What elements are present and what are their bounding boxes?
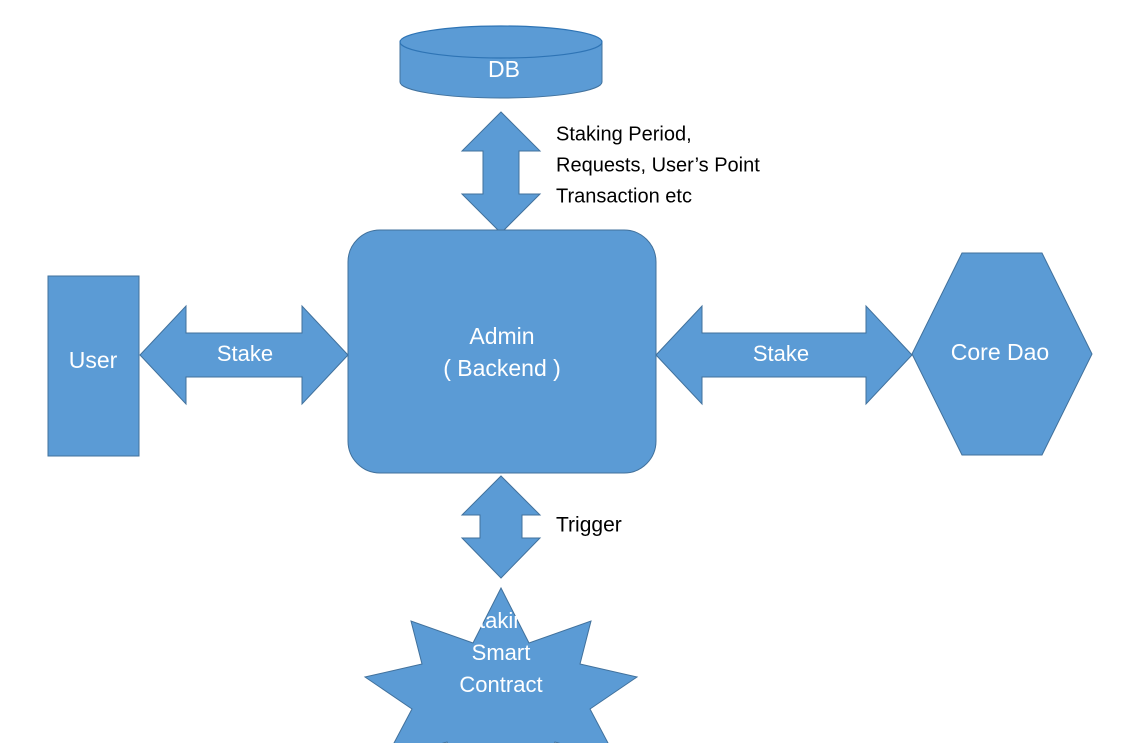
db-note-line3: Transaction etc — [556, 185, 692, 207]
db-cylinder-top — [399, 25, 603, 59]
staking-contract-label-line2: Smart — [472, 640, 531, 665]
core-dao-label: Core Dao — [951, 339, 1049, 365]
user-admin-label: Stake — [217, 341, 273, 366]
node-staking-smart-contract[interactable]: Staking Smart Contract — [363, 586, 639, 743]
admin-coredao-label: Stake — [753, 341, 809, 366]
node-db[interactable]: DB — [399, 25, 603, 99]
admin-contract-double-arrow — [460, 475, 542, 579]
connector-admin-coredao[interactable]: Stake — [655, 304, 913, 406]
staking-contract-star — [363, 586, 639, 743]
user-box — [47, 275, 140, 457]
node-admin[interactable]: Admin ( Backend ) — [347, 229, 657, 474]
node-core-dao[interactable]: Core Dao — [911, 252, 1093, 456]
db-label: DB — [488, 56, 520, 82]
admin-label-line2: ( Backend ) — [443, 355, 561, 381]
connector-user-admin[interactable]: Stake — [139, 304, 349, 406]
staking-contract-label-line3: Contract — [459, 672, 542, 697]
node-user[interactable]: User — [47, 275, 140, 457]
connector-db-admin[interactable] — [460, 111, 542, 234]
admin-label-line1: Admin — [469, 323, 534, 349]
connector-admin-contract[interactable] — [460, 475, 542, 579]
annotation-trigger-note: Trigger — [556, 514, 622, 537]
staking-contract-label-line1: Staking — [464, 608, 537, 633]
core-dao-hexagon — [911, 252, 1093, 456]
db-note-line1: Staking Period, — [556, 123, 692, 145]
db-admin-double-arrow — [460, 111, 542, 234]
db-note-line2: Requests, User’s Point — [556, 154, 760, 176]
annotation-db-note: Staking Period, Requests, User’s Point T… — [556, 123, 760, 207]
trigger-label: Trigger — [556, 514, 622, 537]
admin-box — [347, 229, 657, 474]
user-label: User — [69, 347, 118, 373]
user-admin-double-arrow — [139, 304, 349, 406]
